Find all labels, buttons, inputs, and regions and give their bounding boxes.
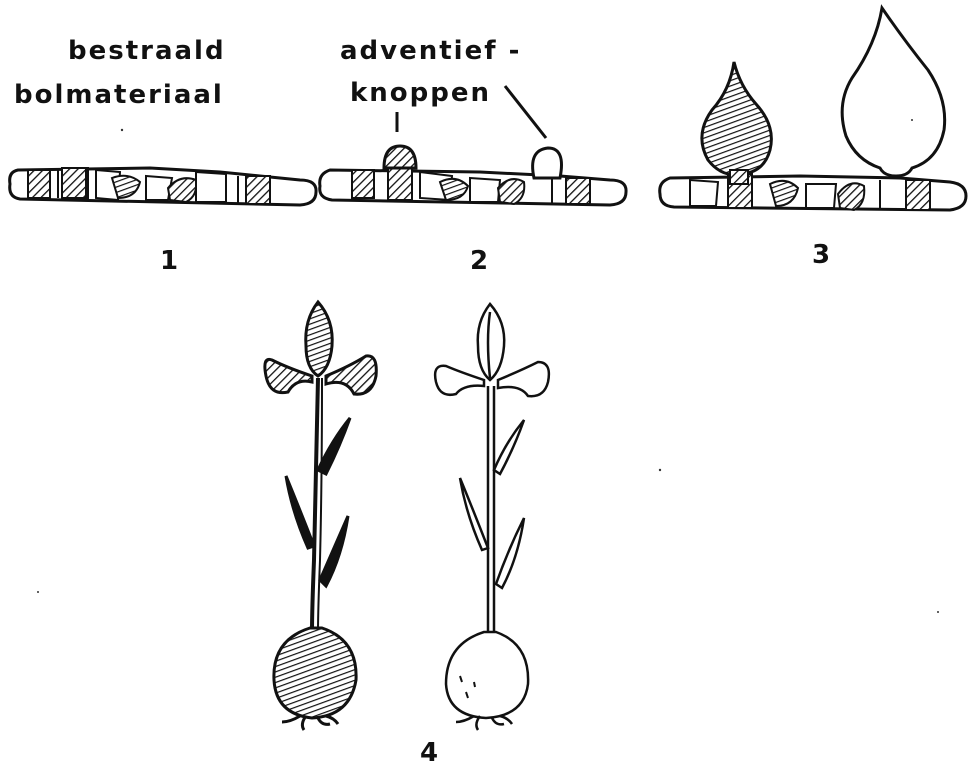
label-irradiated-line2: bolmateriaal bbox=[14, 82, 224, 108]
panel-number-4: 4 bbox=[420, 740, 438, 766]
panel-number-3: 3 bbox=[812, 242, 830, 268]
label-adventitious-line2: knoppen bbox=[350, 80, 491, 106]
pointer-line-right bbox=[505, 86, 546, 138]
label-adventitious-line1: adventief - bbox=[340, 38, 521, 64]
panel-1-scale-strip bbox=[10, 168, 316, 205]
panel-2-scale-strip bbox=[320, 160, 626, 205]
iris-plant-dark bbox=[265, 302, 376, 730]
panel-number-2: 2 bbox=[470, 248, 488, 274]
bulblet-light bbox=[842, 8, 945, 176]
panel-3-scale-strip bbox=[660, 174, 966, 210]
label-irradiated-line1: bestraald bbox=[68, 38, 226, 64]
iris-plant-light bbox=[435, 304, 549, 730]
bulblet-dark bbox=[702, 62, 772, 184]
panel-number-1: 1 bbox=[160, 248, 178, 274]
adventitious-bud-light bbox=[533, 148, 562, 178]
adventitious-bud-dark bbox=[384, 146, 416, 168]
